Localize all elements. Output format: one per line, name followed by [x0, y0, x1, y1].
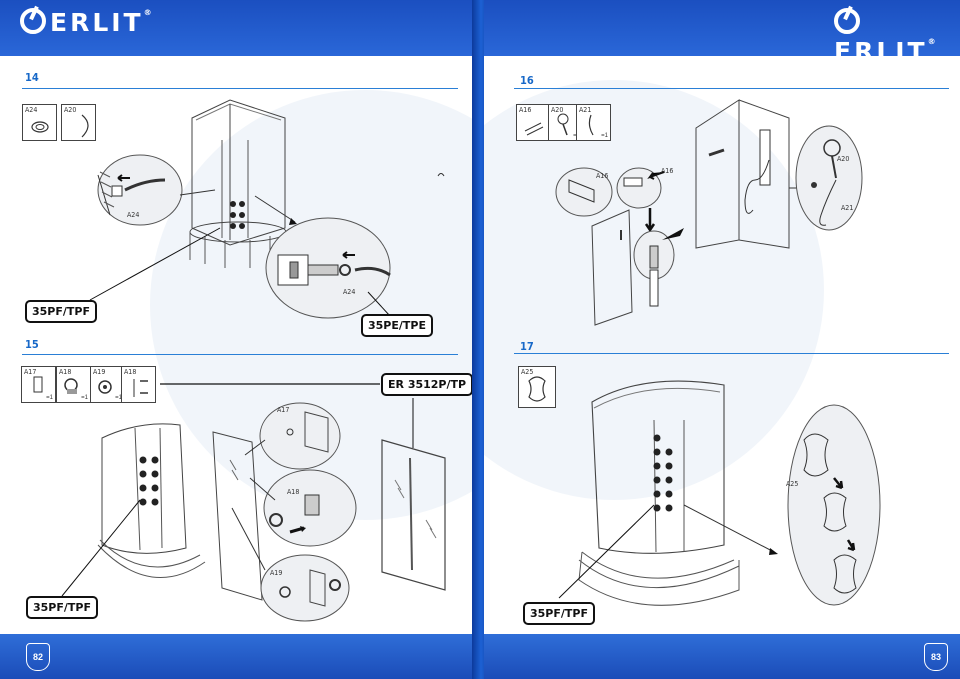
step-number: 14: [25, 71, 39, 84]
step-15-illustration: [61, 383, 446, 622]
callout-label: A16: [661, 167, 674, 175]
callout-label: A20: [837, 155, 850, 163]
callout-label: A17: [277, 406, 290, 414]
right-page: ERLIT® 16 A16 A20 =1 A21 =1: [484, 0, 960, 679]
step-16-illustration: [555, 99, 863, 326]
step-rule: [514, 88, 949, 89]
part-box: A16: [516, 104, 551, 141]
seal-icon: [528, 376, 546, 402]
model-label: ER 3512P/TP: [381, 373, 474, 396]
part-box: A21 =1: [576, 104, 611, 141]
shower-head-icon: [557, 113, 569, 136]
callout-label: A16: [596, 172, 609, 180]
model-label: 35PF/TPF: [25, 300, 97, 323]
part-box: A18: [121, 366, 156, 403]
page-number: 83: [924, 643, 948, 671]
connector-icon: [98, 380, 112, 394]
erlit-logo: ERLIT®: [834, 8, 960, 66]
logo-mark-icon: [20, 8, 46, 34]
part-box: A20: [61, 104, 96, 141]
part-box: A25: [518, 366, 556, 408]
page-number: 82: [26, 643, 50, 671]
step-rule: [514, 353, 949, 354]
callout-label: A21: [841, 204, 854, 212]
step-14-illustration: [89, 99, 445, 319]
right-header: ERLIT®: [484, 0, 960, 66]
callout-label: A25: [786, 480, 799, 488]
left-header: ERLIT®: [0, 0, 480, 56]
part-box: A18 =1: [56, 366, 91, 403]
part-box: A24: [22, 104, 57, 141]
model-label: 35PE/TPE: [361, 314, 433, 337]
callout-label: A19: [270, 569, 283, 577]
model-label: 35PF/TPF: [26, 596, 98, 619]
logo-mark-icon: [834, 8, 860, 34]
hose-icon: [588, 114, 594, 136]
screws-icon: [524, 122, 544, 136]
step-number: 17: [520, 340, 534, 353]
step-number: 16: [520, 74, 534, 87]
right-footer: 83: [484, 634, 960, 679]
holder-icon: [64, 378, 78, 394]
erlit-logo: ERLIT®: [20, 8, 155, 37]
bracket-icon: [33, 376, 43, 393]
callout-label: A18: [287, 488, 300, 496]
o-ring-icon: [31, 121, 49, 133]
callout-label: A24: [127, 211, 140, 219]
callout-label: A24: [343, 288, 356, 296]
left-page: ERLIT® 14 A24 A20: [0, 0, 480, 679]
screw-set-icon: [133, 379, 148, 397]
part-box: A19 =1: [90, 366, 125, 403]
step-rule: [22, 88, 458, 89]
model-label: 35PF/TPF: [523, 602, 595, 625]
hose-icon: [81, 114, 89, 138]
part-box: A17 =1: [21, 366, 56, 403]
step-rule: [22, 354, 458, 355]
left-footer: 82: [0, 634, 480, 679]
step-17-illustration: [558, 380, 881, 606]
step-number: 15: [25, 338, 39, 351]
